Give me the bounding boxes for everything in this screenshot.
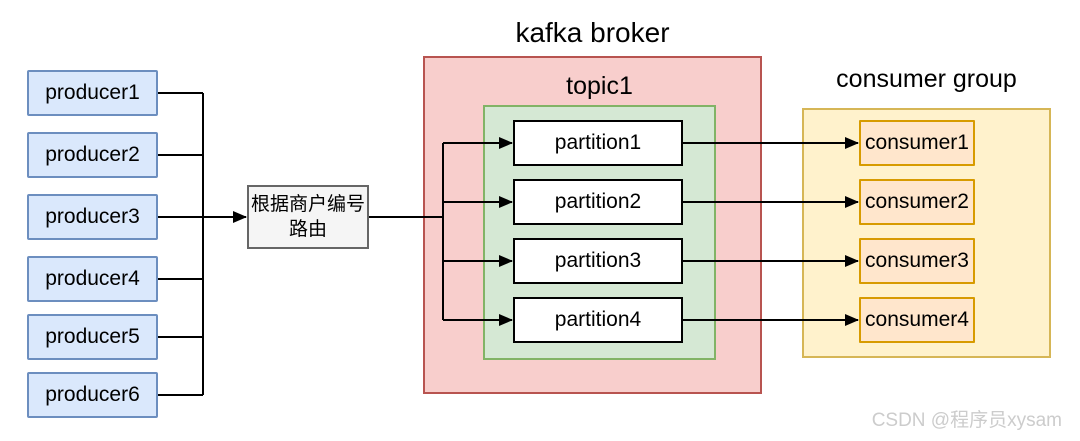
- producer5-node: producer5: [27, 314, 158, 360]
- merchant-routing-node: 根据商户编号 路由: [247, 185, 369, 249]
- producer3-node: producer3: [27, 194, 158, 240]
- consumer4-node: consumer4: [859, 297, 975, 343]
- topic1-title: topic1: [566, 72, 633, 100]
- kafka-broker-title: kafka broker: [515, 17, 670, 48]
- producer1-node: producer1: [27, 70, 158, 116]
- producer2-node: producer2: [27, 132, 158, 178]
- consumer1-node: consumer1: [859, 120, 975, 166]
- producer4-node: producer4: [27, 256, 158, 302]
- partition2-node: partition2: [513, 179, 683, 225]
- router-label-line2: 路由: [288, 219, 327, 240]
- producer6-node: producer6: [27, 372, 158, 418]
- partition1-node: partition1: [513, 120, 683, 166]
- consumer2-node: consumer2: [859, 179, 975, 225]
- watermark: CSDN @程序员xysam: [871, 410, 1062, 431]
- router-label-line1: 根据商户编号: [250, 194, 365, 215]
- partition3-node: partition3: [513, 238, 683, 284]
- partition4-node: partition4: [513, 297, 683, 343]
- consumer3-node: consumer3: [859, 238, 975, 284]
- consumer-group-title: consumer group: [836, 65, 1017, 93]
